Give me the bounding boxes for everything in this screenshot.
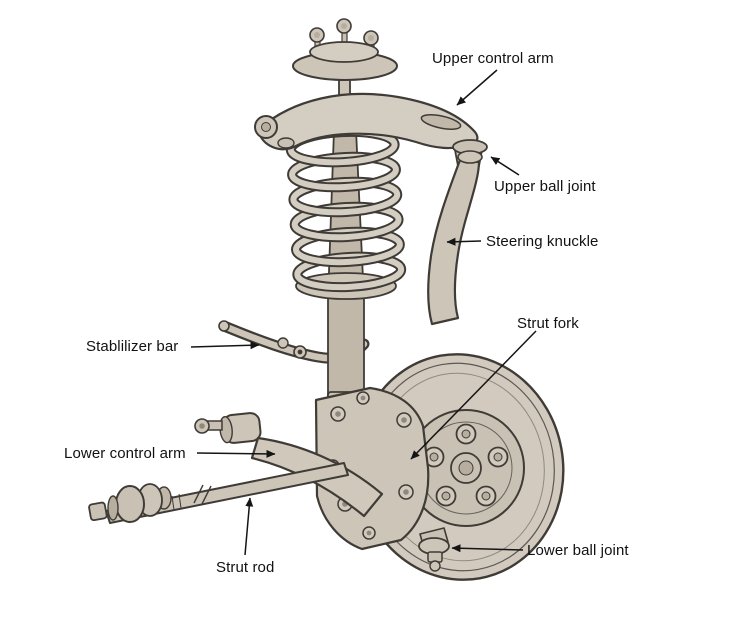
upper-ball-joint <box>452 139 488 164</box>
leader-strut-rod <box>244 497 254 556</box>
steering-knuckle <box>427 149 483 326</box>
label-strut-fork: Strut fork <box>517 315 579 332</box>
lower-ball-joint <box>418 527 450 572</box>
leader-lower-control-arm <box>196 449 276 458</box>
strut-assembly <box>285 18 407 425</box>
lug-bolts <box>423 423 509 507</box>
leader-strut-fork <box>410 330 537 460</box>
strut-rod <box>88 462 349 524</box>
label-lower-control-arm: Lower control arm <box>64 445 186 462</box>
label-lower-ball-joint: Lower ball joint <box>527 542 629 559</box>
leader-stabilizer-bar <box>190 341 260 350</box>
label-stabilizer-bar: Stablilizer bar <box>86 338 179 355</box>
leader-steering-knuckle <box>446 237 482 246</box>
coil-spring <box>285 126 407 293</box>
leader-lines <box>190 69 537 556</box>
leader-lower-ball-joint <box>451 544 524 553</box>
leader-upper-control-arm <box>456 69 498 106</box>
label-strut-rod: Strut rod <box>216 559 275 576</box>
leader-upper-ball-joint <box>490 156 520 176</box>
label-upper-control-arm: Upper control arm <box>432 50 554 67</box>
label-steering-knuckle: Steering knuckle <box>486 233 599 250</box>
label-upper-ball-joint: Upper ball joint <box>494 178 596 195</box>
upper-control-arm <box>254 92 479 151</box>
